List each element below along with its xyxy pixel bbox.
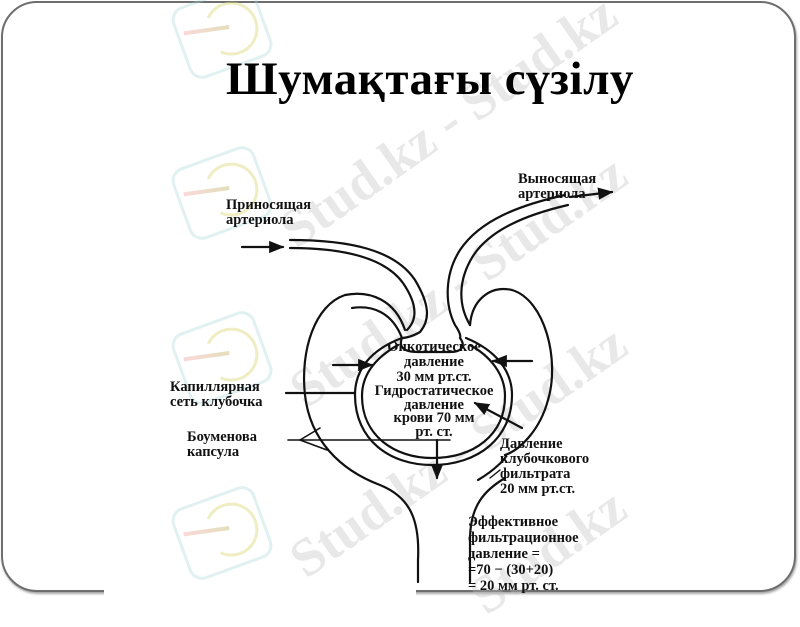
label-line: Онкотическое	[387, 339, 481, 355]
effective-filtration-label: Эффективное фильтрационное давление = =7…	[468, 514, 579, 594]
label-line: Капиллярная	[170, 379, 260, 395]
label-line: 20 мм рт.ст.	[500, 481, 576, 497]
glomerulus-diagram	[240, 187, 614, 584]
label-line: фильтрата	[500, 466, 571, 482]
label-line: давление	[404, 396, 464, 413]
afferent-arteriole-label: Приносящая артериола	[226, 198, 311, 228]
label-line: клубочкового	[500, 451, 590, 467]
label-line: = 20 мм рт. ст.	[468, 578, 559, 594]
frame-gap	[104, 586, 416, 597]
capillary-network-label: Капиллярная сеть клубочка	[170, 380, 263, 410]
label-line: сеть клубочка	[170, 394, 263, 410]
label-line: =70 − (30+20)	[468, 562, 554, 578]
label-line: Приносящая	[226, 197, 311, 213]
efferent-arteriole-label: Выносящая артериола	[518, 172, 596, 202]
label-line: капсула	[187, 444, 240, 460]
label-line: Гидростатическое	[374, 383, 494, 399]
label-line: фильтрационное	[468, 530, 579, 546]
label-line: артериола	[518, 186, 586, 202]
label-line: Давление	[500, 436, 563, 452]
bowman-capsule-label: Боуменова капсула	[187, 430, 257, 460]
label-line: Эффективное	[468, 514, 559, 530]
filtrate-pressure-label: Давление клубочкового фильтрата 20 мм рт…	[500, 437, 589, 497]
oncotic-pressure-label: Онкотическое давление 30 мм рт.ст.	[369, 340, 499, 385]
label-line: артериола	[226, 212, 294, 228]
hydrostatic-pressure-label: Гидростатическое давление крови 70 мм рт…	[354, 383, 514, 440]
label-line: давление =	[468, 546, 540, 562]
label-line: давление	[404, 354, 464, 370]
label-line: 30 мм рт.ст.	[396, 369, 472, 385]
label-line: Выносящая	[518, 171, 597, 187]
label-line: крови 70 мм	[393, 410, 475, 426]
slide-title: Шумақтағы сүзілу	[226, 53, 634, 105]
label-line: рт. ст.	[415, 423, 453, 440]
slide-frame	[1, 1, 796, 592]
label-line: Боуменова	[187, 429, 257, 445]
